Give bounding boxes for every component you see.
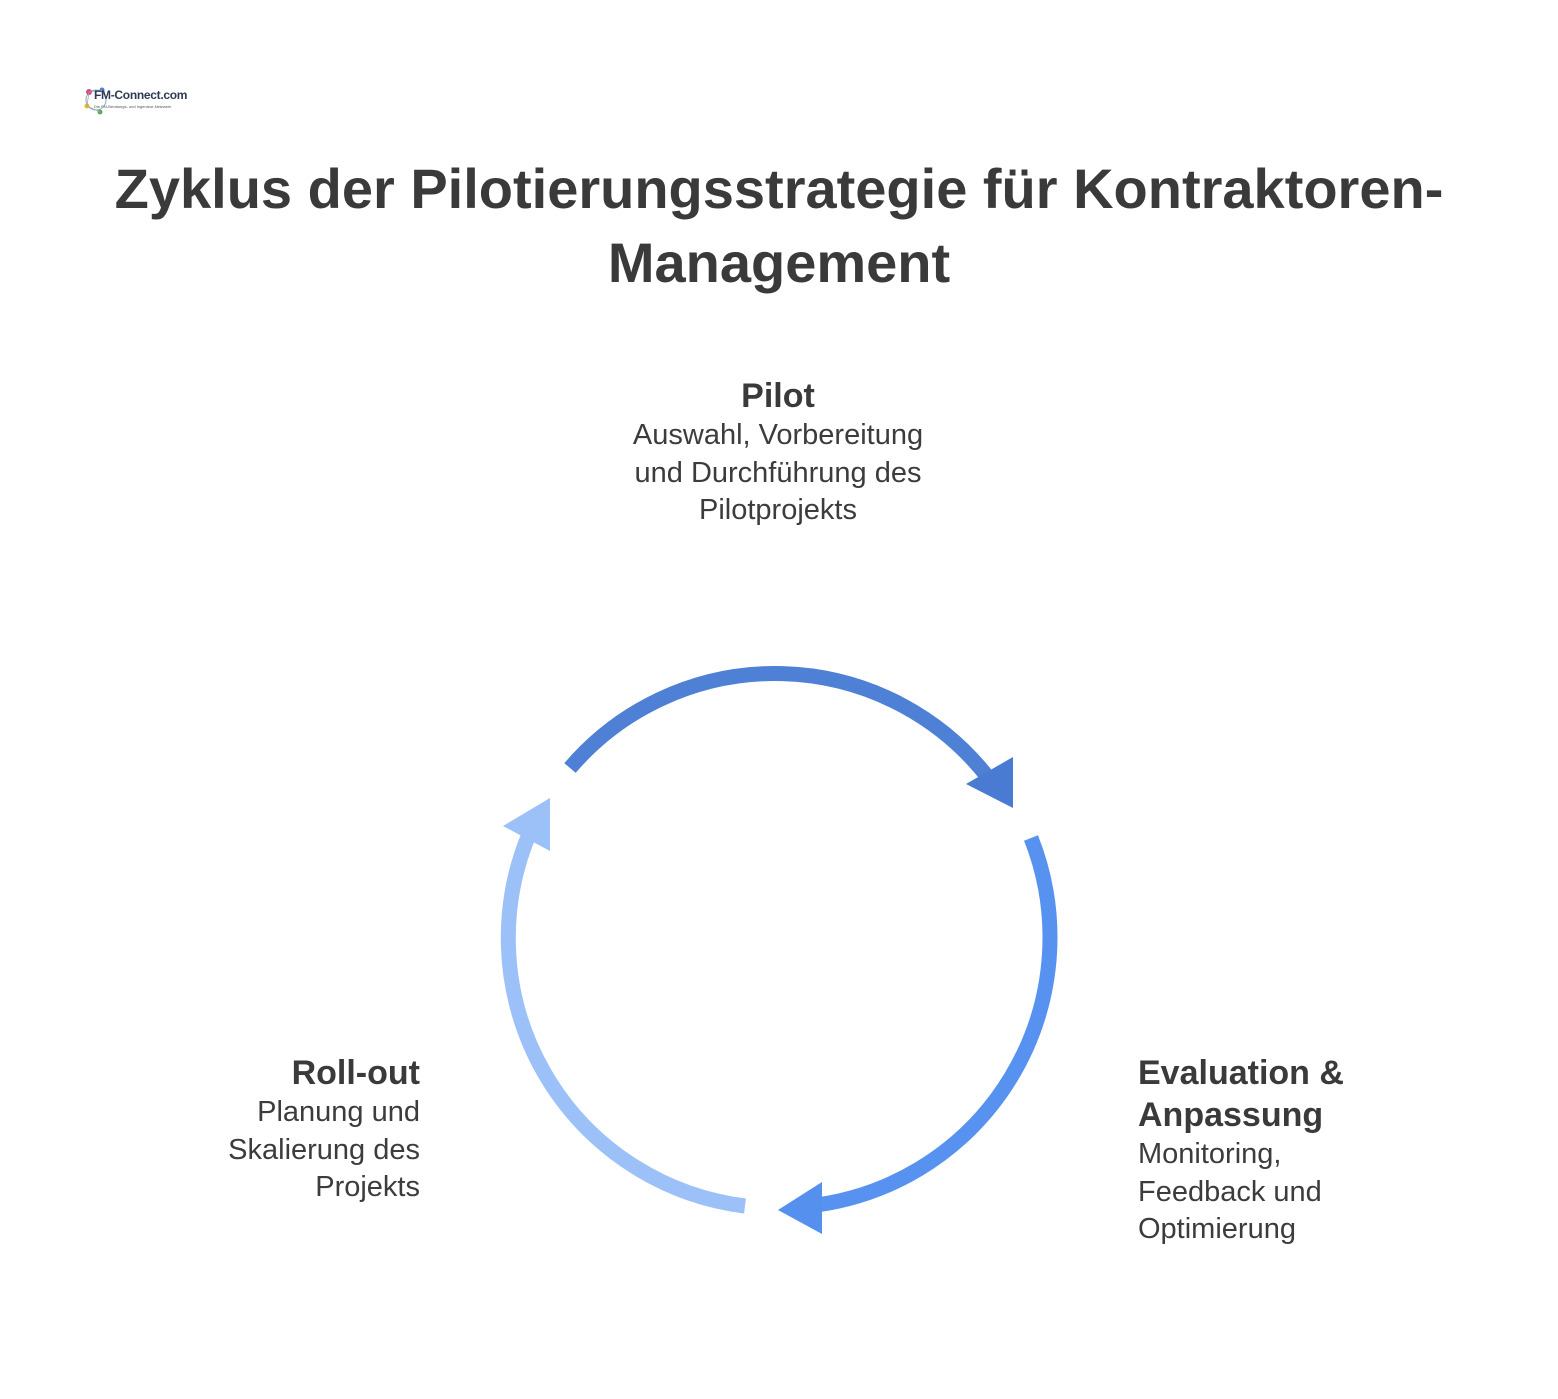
stage-rollout-title: Roll-out xyxy=(291,1054,420,1092)
logo-graphic xyxy=(84,87,107,115)
pilot-arc xyxy=(564,666,996,785)
logo-text: FM-Connect.com xyxy=(94,88,188,102)
rollout-arc xyxy=(500,829,746,1214)
evaluation-arrowhead xyxy=(778,1182,822,1234)
stage-evaluation-title: Evaluation & Anpassung xyxy=(1138,1054,1344,1134)
stage-pilot: Pilot Auswahl, Vorbereitung und Durchfüh… xyxy=(600,375,956,530)
stage-evaluation: Evaluation & Anpassung Monitoring, Feedb… xyxy=(1138,1052,1438,1249)
stage-rollout-description: Planung und Skalierung des Projekts xyxy=(228,1096,420,1203)
rollout-arrowhead xyxy=(503,798,550,851)
fm-connect-logo: FM-Connect.com Die FM-Beratungs- und Ing… xyxy=(80,78,187,124)
logo-subtext: Die FM-Beratungs- und Ingenieur-Netzwerk xyxy=(94,104,172,109)
evaluation-arc xyxy=(807,835,1058,1214)
stage-rollout: Roll-out Planung und Skalierung des Proj… xyxy=(140,1052,420,1207)
stage-pilot-title: Pilot xyxy=(741,377,815,415)
stage-pilot-description: Auswahl, Vorbereitung und Durchführung d… xyxy=(632,419,924,526)
page-title: Zyklus der Pilotierungsstrategie für Kon… xyxy=(114,157,1444,294)
stage-evaluation-description: Monitoring, Feedback und Optimierung xyxy=(1138,1138,1322,1245)
pilot-arrowhead xyxy=(966,757,1013,808)
